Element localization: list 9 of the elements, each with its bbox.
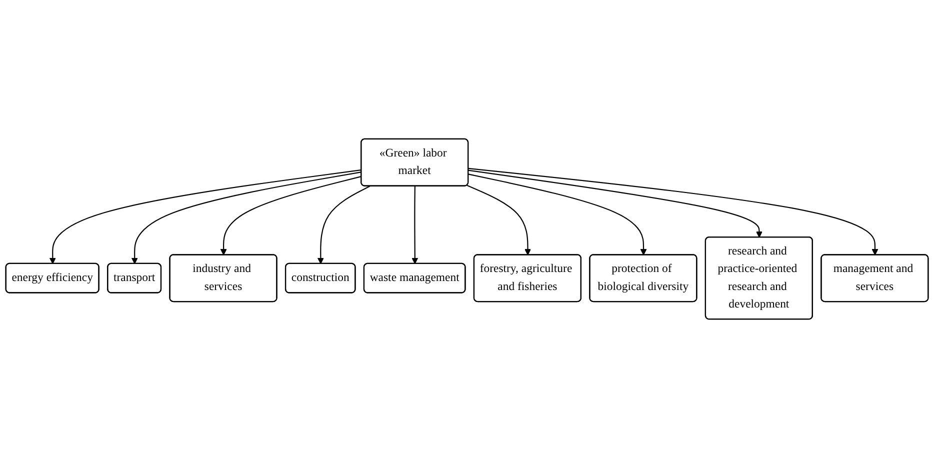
arrow [468, 170, 762, 238]
arrow [466, 184, 531, 256]
arrow [317, 186, 370, 264]
arrow [220, 176, 362, 256]
arrow [468, 174, 647, 256]
arrow [131, 172, 362, 264]
arrow [468, 168, 878, 256]
arrow [412, 186, 418, 264]
arrow [49, 169, 362, 264]
